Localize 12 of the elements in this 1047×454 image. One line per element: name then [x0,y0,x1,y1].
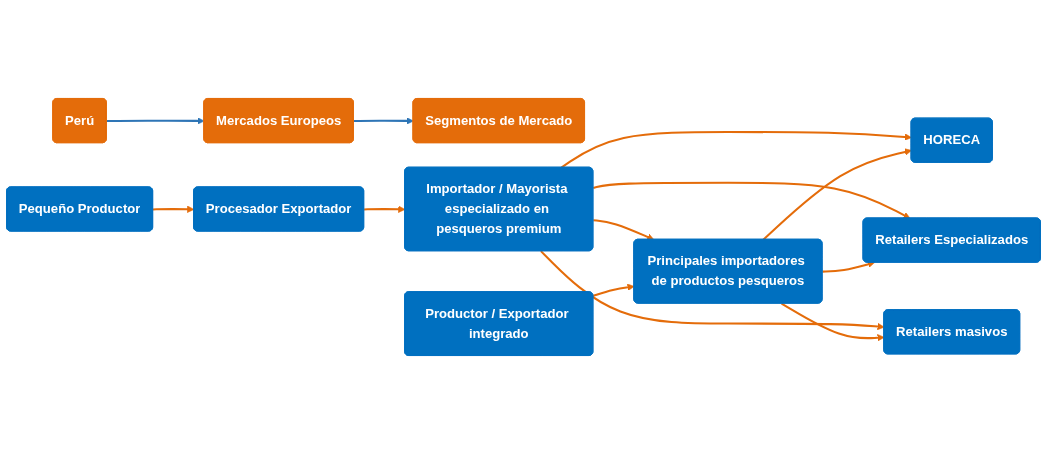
arrow [822,260,875,273]
arrow [762,148,912,241]
arrow [593,181,911,219]
arrow [106,117,205,125]
arrow [560,131,912,169]
arrow [592,283,635,297]
arrow [593,219,655,241]
arrow [364,205,406,213]
arrow [153,205,195,213]
arrow [540,250,885,331]
arrow [353,117,414,125]
arrow [781,302,885,342]
